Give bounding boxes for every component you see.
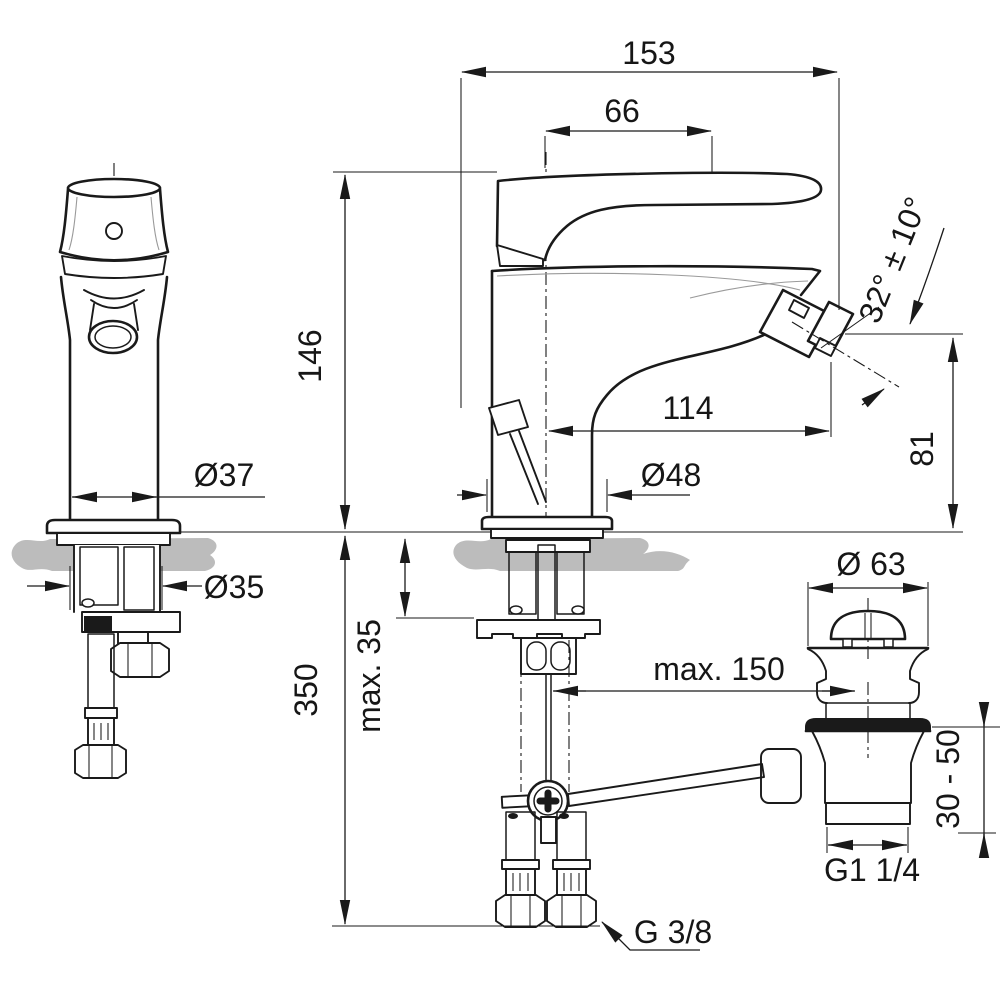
dim-angle-label: 32° ± 10° xyxy=(851,192,934,328)
dim-max150: max. 150 xyxy=(553,651,855,697)
dim-35: Ø35 xyxy=(27,569,264,605)
dim-g1-14: G1 1/4 xyxy=(824,839,920,888)
aerator-face xyxy=(94,325,132,349)
dim-153-label: 153 xyxy=(622,35,675,71)
dim-66: 66 xyxy=(545,93,712,137)
handle-pin xyxy=(105,222,123,240)
side-undercounter xyxy=(332,539,765,928)
dim-63: Ø 63 xyxy=(808,546,928,594)
drain-assembly xyxy=(760,598,932,825)
front-hose-in-shank xyxy=(79,546,119,606)
mounting-plate xyxy=(476,619,601,639)
dim-114-label: 114 xyxy=(662,390,713,426)
dim-g1-14-label: G1 1/4 xyxy=(824,852,920,888)
dim-48: Ø48 xyxy=(457,457,701,501)
outlet-aerator xyxy=(758,288,855,359)
dim-30-50-label: 30 - 50 xyxy=(930,729,966,829)
front-view xyxy=(45,163,182,779)
side-body xyxy=(480,264,855,539)
waste-lever xyxy=(567,763,765,807)
side-handle xyxy=(495,171,823,267)
hose-right-upper xyxy=(556,551,585,615)
dim-350: 350 xyxy=(288,535,351,925)
front-handle xyxy=(58,177,170,262)
supply-hoses xyxy=(495,811,597,928)
dim-146-label: 146 xyxy=(292,329,328,382)
pull-rod-knob xyxy=(488,399,529,436)
dim-66-label: 66 xyxy=(604,93,640,129)
dim-37: Ø37 xyxy=(72,457,265,503)
side-view xyxy=(332,152,855,928)
dim-max150-label: max. 150 xyxy=(653,651,785,687)
dim-146: 146 xyxy=(292,174,351,530)
mounting-nut xyxy=(110,642,170,678)
dim-81: 81 xyxy=(904,337,959,529)
front-spout xyxy=(59,255,169,522)
dim-35-label: Ø35 xyxy=(204,569,264,605)
waste-flange xyxy=(805,718,931,732)
hose-nut-left xyxy=(495,894,546,928)
dim-350-label: 350 xyxy=(288,663,324,716)
hose-left-upper xyxy=(508,551,537,615)
dim-153: 153 xyxy=(461,35,838,78)
dim-63-label: Ø 63 xyxy=(836,546,905,582)
lever-coupling-knob xyxy=(760,748,802,804)
pop-up-rod xyxy=(545,674,552,788)
dim-37-label: Ø37 xyxy=(194,457,254,493)
dim-max35: max. 35 xyxy=(351,538,411,733)
dim-max35-label: max. 35 xyxy=(351,619,387,733)
front-threaded-rod xyxy=(123,546,155,611)
dim-g38: G 3/8 xyxy=(601,914,712,951)
dim-114: 114 xyxy=(548,390,830,437)
dim-81-label: 81 xyxy=(904,431,940,467)
dim-g38-label: G 3/8 xyxy=(634,914,712,950)
front-hose-nut xyxy=(74,744,127,779)
dim-48-label: Ø48 xyxy=(641,457,701,493)
dim-30-50: 30 - 50 xyxy=(930,702,990,858)
hose-nut-right xyxy=(546,894,597,928)
front-base-and-shank xyxy=(45,518,182,779)
waste-plug-cap xyxy=(829,609,907,641)
dim-angle: 32° ± 10° xyxy=(791,192,945,408)
waste-lower-thread xyxy=(825,802,911,825)
